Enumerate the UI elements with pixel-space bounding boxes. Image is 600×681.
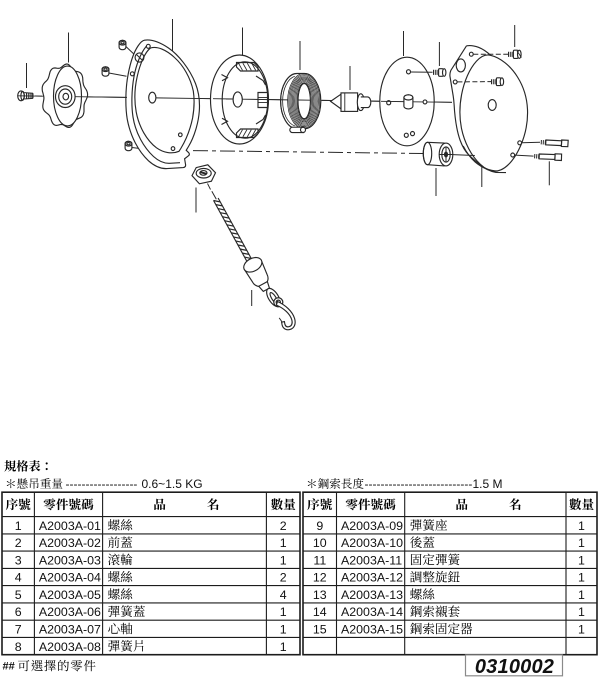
svg-text:------------------: ------------------ <box>66 477 138 491</box>
svg-text:A2003A-08: A2003A-08 <box>39 640 101 654</box>
svg-text:1: 1 <box>280 623 287 637</box>
svg-text:A2003A-06: A2003A-06 <box>39 605 101 619</box>
svg-text:1: 1 <box>280 554 287 568</box>
svg-text:9: 9 <box>316 519 323 533</box>
svg-text:1.5 M: 1.5 M <box>473 477 503 491</box>
svg-text:4: 4 <box>280 588 287 602</box>
svg-text:12: 12 <box>313 571 327 585</box>
svg-text:A2003A-11: A2003A-11 <box>341 554 402 568</box>
svg-text:4: 4 <box>15 571 22 585</box>
svg-text:A2003A-13: A2003A-13 <box>341 588 403 602</box>
svg-text:1: 1 <box>578 571 585 585</box>
svg-text:A2003A-05: A2003A-05 <box>39 588 101 602</box>
svg-text:A2003A-15: A2003A-15 <box>341 623 403 637</box>
svg-text:A2003A-03: A2003A-03 <box>39 554 101 568</box>
svg-text:13: 13 <box>313 588 327 602</box>
svg-text:1: 1 <box>280 640 287 654</box>
svg-text:1: 1 <box>15 519 22 533</box>
svg-text:7: 7 <box>15 623 22 637</box>
svg-text:A2003A-10: A2003A-10 <box>341 536 403 550</box>
svg-text:2: 2 <box>280 519 287 533</box>
svg-text:A2003A-09: A2003A-09 <box>341 519 403 533</box>
svg-text:A2003A-07: A2003A-07 <box>39 623 101 637</box>
svg-text:1: 1 <box>280 536 287 550</box>
svg-text:1: 1 <box>578 605 585 619</box>
svg-text:A2003A-12: A2003A-12 <box>341 571 403 585</box>
svg-text:2: 2 <box>15 536 22 550</box>
svg-text:0310002: 0310002 <box>475 656 554 678</box>
svg-text:2: 2 <box>280 571 287 585</box>
svg-text:---------------------------: --------------------------- <box>365 477 473 491</box>
svg-text:1: 1 <box>578 588 585 602</box>
svg-text:1: 1 <box>578 554 585 568</box>
svg-text:1: 1 <box>578 536 585 550</box>
svg-text:1: 1 <box>578 623 585 637</box>
svg-text:3: 3 <box>15 554 22 568</box>
svg-text:A2003A-04: A2003A-04 <box>39 571 101 585</box>
svg-text:8: 8 <box>15 640 22 654</box>
svg-text:15: 15 <box>313 623 327 637</box>
svg-text:10: 10 <box>313 536 327 550</box>
svg-text:A2003A-02: A2003A-02 <box>39 536 101 550</box>
svg-text:A2003A-14: A2003A-14 <box>341 605 403 619</box>
svg-text:0.6~1.5 KG: 0.6~1.5 KG <box>142 477 203 491</box>
svg-text:1: 1 <box>280 605 287 619</box>
svg-text:1: 1 <box>578 519 585 533</box>
svg-text:11: 11 <box>313 554 326 568</box>
svg-text:6: 6 <box>15 605 22 619</box>
svg-text:14: 14 <box>313 605 327 619</box>
svg-text:A2003A-01: A2003A-01 <box>39 519 101 533</box>
svg-text:5: 5 <box>15 588 22 602</box>
svg-text:##: ## <box>3 660 15 672</box>
